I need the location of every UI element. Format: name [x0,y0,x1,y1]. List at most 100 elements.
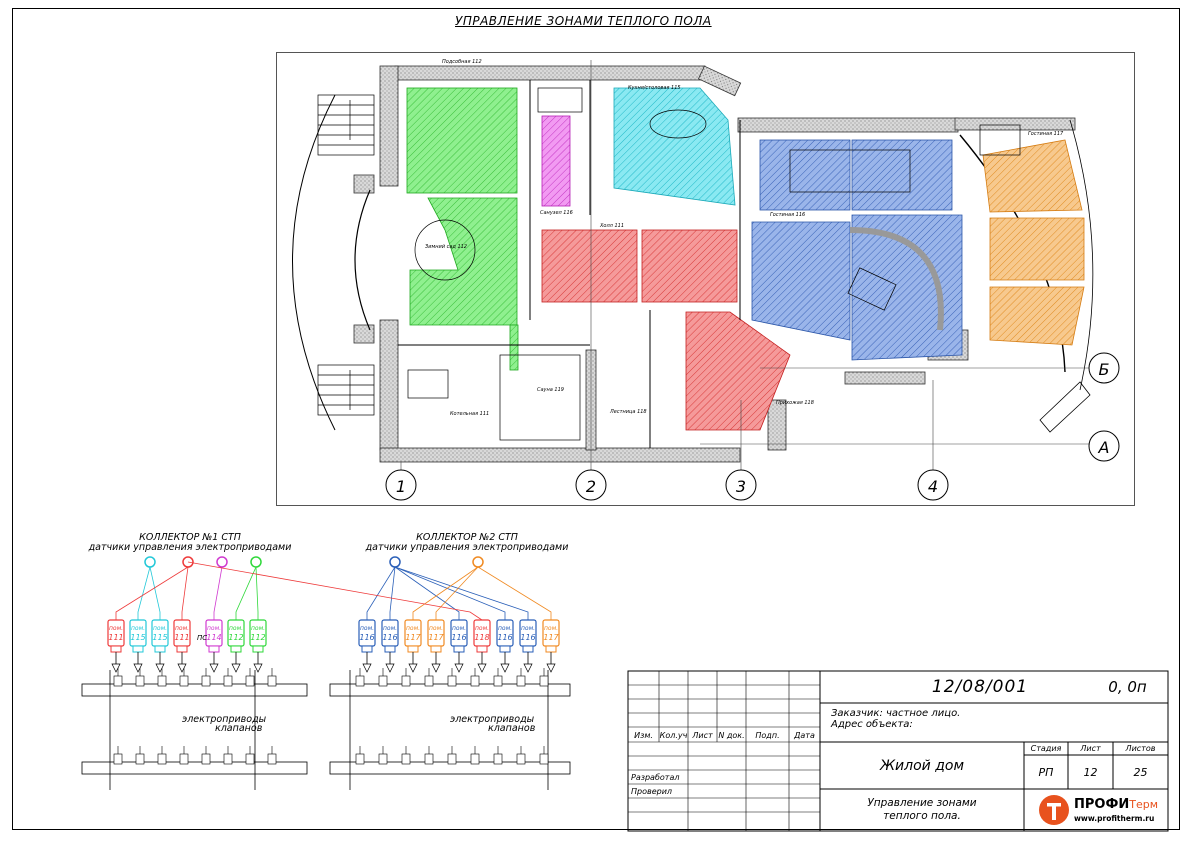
tb-object: Жилой дом [879,757,965,774]
room-label-sauna: Сауна 119 [537,387,564,393]
sensor-c2-1 [366,556,529,620]
loop-label-1: пом. [498,625,512,632]
c2-valves-label-1: электроприводы [450,714,535,725]
tap [135,675,145,687]
tb-address: Адрес объекта: [831,718,913,730]
loop-label-2: 112 [250,633,265,642]
zone-cyan [613,87,736,206]
tb-sheets-value: 25 [1133,765,1148,779]
loop-label-1: пом. [544,625,558,632]
loop-c2-5: пом.116 [450,619,468,673]
loop-label-1: пом. [175,625,189,632]
zone-magenta [541,115,571,207]
tap [424,675,434,687]
room-label-kuhnya: Кухня/столовая 115 [628,85,681,91]
plan-viewport [276,52,1135,506]
logo-word-profi: ПРОФИ [1074,797,1130,812]
tap [470,675,480,687]
loop-label-2: 117 [543,633,559,642]
tap [223,675,233,687]
room-label-holl: Холл 111 [599,223,624,229]
loop-label-2: 117 [405,633,421,642]
loop-c1-4: пом.111 [173,619,191,673]
tap [179,675,189,687]
loop-label-2: 114 [206,633,221,642]
loop-label-2: 111 [174,633,189,642]
tb-desc-2: теплого пола. [883,810,961,822]
tap [424,753,434,765]
tb-customer: Заказчик: частное лицо. [831,707,961,719]
loop-c2-7: пом.116 [496,619,514,673]
tap [245,675,255,687]
c1-valves-label-2: клапанов [215,723,263,734]
furniture [407,87,1021,441]
logo-url: www.profitherm.ru [1074,814,1155,823]
loop-c2-6: пом.118 [473,619,491,673]
tb-header-podp: Подп. [755,730,780,740]
loop-label-2: 117 [428,633,444,642]
tb-sheets-header: Листов [1125,744,1156,753]
tb-header-izm: Изм. [634,730,653,740]
loop-c1-6: пом.112 [227,619,245,673]
axis-label-3: 3 [736,477,746,496]
stairs-left-bottom [317,364,375,416]
c2-valves-label-2: клапанов [488,723,536,734]
tb-header-data: Дата [794,730,815,740]
tb-header-list: Лист [692,730,713,740]
loop-label-1: пом. [452,625,466,632]
c1-subtitle: датчики управления электроприводами [88,542,292,553]
loop-c2-9: пом.117 [542,619,560,673]
c2-title: КОЛЛЕКТОР №2 СТП [416,532,518,543]
tap [267,753,277,765]
loop-label-2: 112 [228,633,243,642]
tb-sheet-header: Лист [1080,744,1101,753]
loop-label-1: пом. [383,625,397,632]
tap [470,753,480,765]
tb-stage-header: Стадия [1030,744,1062,753]
tap [267,675,277,687]
axis-label-1: 1 [396,477,406,496]
loop-c1-7: пом.112 [249,619,267,673]
loop-label-1: пом. [207,625,221,632]
tb-desc-1: Управление зонами [867,797,977,809]
loop-c2-3: пом.117 [404,619,422,673]
room-label-kotelnaya: Котельная 111 [450,411,489,417]
drawing-frame [12,8,1180,830]
tb-code: 12/08/001 [931,677,1029,697]
axis-label-4: 4 [928,477,938,496]
c1-pc-label: ПС [197,634,207,642]
c1-valves-label-1: электроприводы [182,714,267,725]
tap [245,753,255,765]
sensor-c1-1 [137,556,161,620]
tap [223,753,233,765]
tb-developed-label: Разработал [631,773,680,782]
logo-word-term: Терм [1129,798,1159,811]
tap [201,753,211,765]
loop-c2-1: пом.116 [358,619,376,673]
tap [516,753,526,765]
tap [447,675,457,687]
room-label-zimniy-sad: Зимний сад 112 [425,244,467,250]
tap [113,753,123,765]
tb-stage-value: РП [1038,765,1054,779]
tap [539,753,549,765]
loop-c2-2: пом.116 [381,619,399,673]
grid-axes [400,60,1092,472]
terrace-arc [292,94,336,431]
collectors-diagram: КОЛЛЕКТОР №1 СТП датчики управления элек… [81,532,571,790]
axis-label-b: Б [1099,360,1110,379]
zone-red [541,229,791,431]
loop-label-1: пом. [109,625,123,632]
tap [539,675,549,687]
manifold-taps [113,668,549,765]
c2-subtitle: датчики управления электроприводами [365,542,569,553]
loop-label-2: 115 [152,633,167,642]
tap [401,675,411,687]
axis-markers [385,352,1120,501]
tap [401,753,411,765]
manifold-c1 [81,670,308,790]
loop-c1-3: пом.115 [151,619,169,673]
sensor-c1-4 [235,556,262,620]
axis-label-a: А [1098,438,1110,457]
